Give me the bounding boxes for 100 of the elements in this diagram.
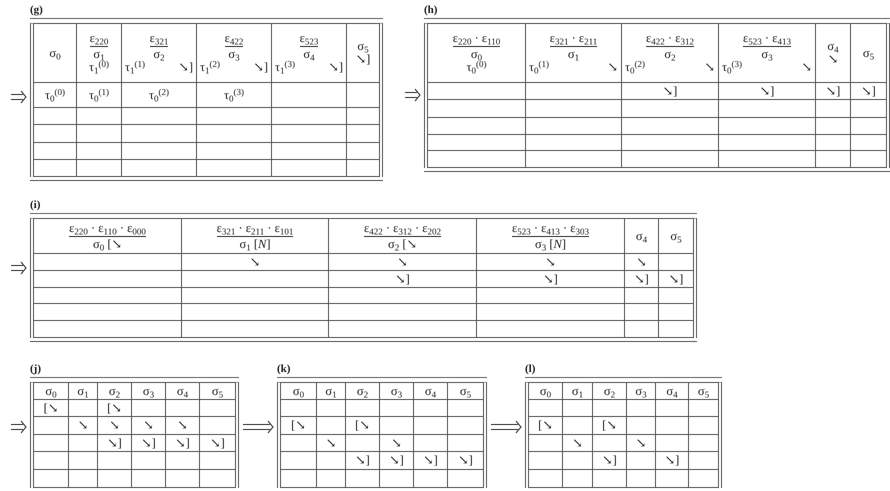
math-expression: σ$_{0}$ [↘ [92,238,122,250]
math-expression: ↘ [828,53,838,66]
math-expression: ↘ [391,436,402,450]
math-expression: ε$_{422}$ · ε$_{312}$ · ε$_{202}$ [364,222,442,236]
double-arrow [242,420,274,434]
math-expression: σ$_{1}$ [N] [239,238,271,250]
math-expression: [↘ [291,419,306,432]
panel-label: (h) [424,4,438,16]
math-expression: σ$_{5}$ [460,384,472,398]
panel-label: (j) [30,363,41,375]
math-expression: ε$_{523}$ · ε$_{413}$ [743,32,791,47]
math-expression: σ$_{5}$ [670,230,682,242]
math-expression: σ$_{0}$ [49,46,61,60]
double-arrow [10,262,27,274]
math-expression: ↘] [458,454,473,467]
math-expression: σ$_{0}$ [45,384,57,398]
math-expression: ↘ [326,436,336,450]
math-expression: σ$_{1}$ [568,48,580,61]
math-expression: ε$_{422}$ [224,32,244,47]
double-arrow [10,90,27,104]
math-expression: [↘ [44,402,58,414]
math-expression: ↘] [664,454,680,467]
math-expression: ↘ [636,436,646,450]
math-expression: σ$_{5}$ [212,384,224,398]
math-expression: σ$_{4}$ [303,48,315,61]
math-expression: ↘] [861,84,876,98]
math-expression: [↘ [602,419,617,432]
math-expression: ε$_{220}$ [90,32,108,47]
panel-label: (g) [30,4,43,16]
math-expression: σ$_{5}$ [698,384,710,398]
math-expression: σ$_{1}$ [572,384,584,398]
math-expression: ε$_{321}$ [150,32,168,47]
math-expression: ↘] [253,61,268,74]
math-expression: σ$_{0}$ [470,48,482,61]
panel-label: (l) [525,363,536,375]
math-expression: ε$_{523}$ [300,32,318,47]
math-expression: σ$_{0}$ [540,384,552,398]
math-expression: ↘] [141,436,156,450]
math-expression: ↘] [760,84,774,98]
math-expression: σ$_{2}$ [604,384,616,398]
math-expression: σ$_{4}$ [424,384,436,398]
math-expression: ↘] [389,454,404,467]
math-expression: σ$_{2}$ [↘ [388,238,417,250]
math-expression: σ$_{3}$ [761,48,773,61]
math-expression: ↘ [802,61,812,74]
math-expression: σ$_{4}$ [666,384,678,398]
math-expression: σ$_{1}$ [325,384,337,398]
math-expression: σ$_{2}$ [356,384,368,398]
math-expression: ↘] [395,272,410,286]
math-expression: ↘ [545,256,556,268]
math-expression: ↘ [250,256,260,268]
math-expression: ↘ [608,61,618,74]
math-expression: σ$_{3}$ [390,384,402,398]
math-expression: σ$_{0}$ [292,384,304,398]
math-expression: ↘] [662,84,678,98]
math-expression: ε$_{321}$ · ε$_{211}$ [550,32,598,47]
math-expression: ↘] [107,436,122,450]
math-expression: σ$_{4}$ [636,230,648,242]
math-expression: ↘ [109,419,120,432]
math-expression: ↘] [178,61,193,74]
table-panel [525,363,722,491]
math-expression: σ$_{1}$ [93,48,105,61]
double-arrow [10,420,27,434]
math-expression: ↘] [826,84,840,98]
math-expression: ε$_{321}$ · ε$_{211}$ · ε$_{101}$ [216,222,294,236]
math-expression: σ$_{2}$ [108,384,120,398]
math-expression: ↘] [634,272,649,286]
math-expression: σ$_{1}$ [77,384,89,398]
math-expression: ↘ [397,256,408,268]
math-expression: σ$_{4}$ [176,384,188,398]
table-panel [30,363,239,491]
math-expression: ↘] [356,53,370,66]
table-panel [30,199,697,342]
math-expression: σ$_{3}$ [635,384,647,398]
math-expression: [↘ [355,419,370,432]
math-expression: ↘] [328,61,343,74]
math-expression: σ$_{3}$ [142,384,154,398]
panel-label: (i) [30,199,40,211]
math-expression: ε$_{422}$ · ε$_{312}$ [646,32,694,47]
math-expression: ↘] [602,454,617,467]
math-expression: ε$_{220}$ · ε$_{110}$ · ε$_{000}$ [69,222,146,236]
math-expression: σ$_{5}$ [862,46,874,60]
math-expression: σ$_{2}$ [153,48,165,61]
panel-label: (k) [277,363,290,375]
math-expression: σ$_{4}$ [827,40,839,53]
math-expression: ↘ [572,436,583,450]
math-expression: [↘ [107,402,122,414]
table-panel [277,363,487,491]
math-expression: ↘] [423,454,438,467]
math-expression: ↘ [704,61,715,74]
math-expression: ↘] [175,436,190,450]
math-expression: ↘] [210,436,225,450]
math-expression: σ$_{2}$ [664,48,676,61]
math-expression: ↘] [355,454,370,467]
math-expression: ↘ [177,419,188,432]
double-arrow [404,88,421,102]
math-expression: ↘ [143,419,154,432]
math-expression: σ$_{3}$ [228,48,240,61]
double-arrow [490,420,522,434]
math-expression: σ$_{3}$ [N] [534,238,566,250]
